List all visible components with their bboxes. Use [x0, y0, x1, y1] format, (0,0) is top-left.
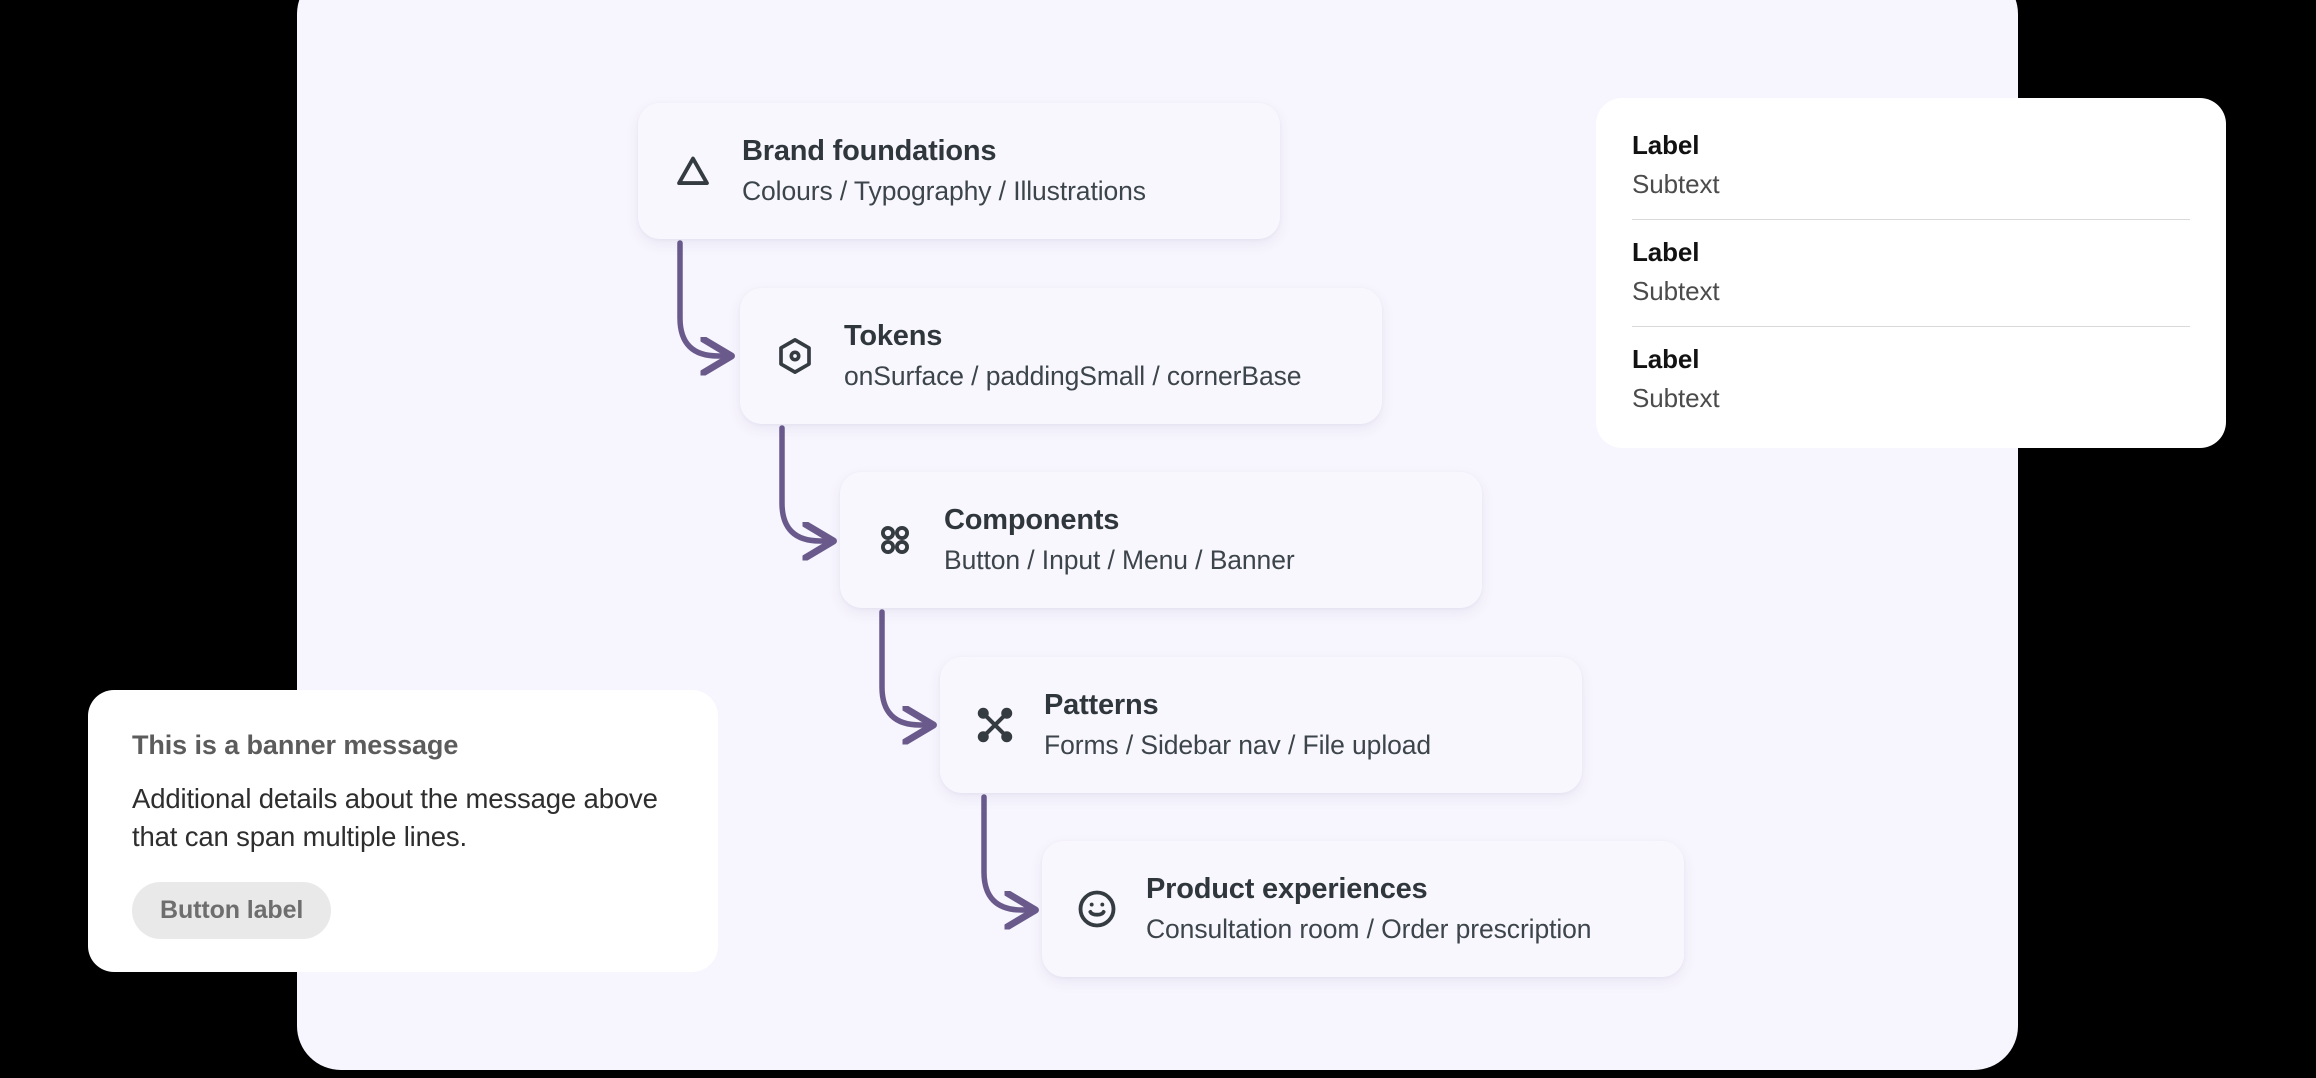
- flow-card-title: Product experiences: [1146, 872, 1428, 905]
- list-item-label: Label: [1632, 344, 1700, 374]
- list-item-subtext: Subtext: [1632, 276, 1720, 306]
- flow-card-patterns[interactable]: Patterns Forms / Sidebar nav / File uplo…: [940, 657, 1582, 793]
- list-card: Label Subtext Label Subtext Label Subtex…: [1596, 98, 2226, 448]
- list-item-subtext: Subtext: [1632, 383, 1720, 413]
- flow-card-components[interactable]: Components Button / Input / Menu / Banne…: [840, 472, 1482, 608]
- flow-card-subtitle: Button / Input / Menu / Banner: [944, 545, 1295, 576]
- list-item-subtext: Subtext: [1632, 169, 1720, 199]
- flow-card-subtitle: Forms / Sidebar nav / File upload: [1044, 730, 1432, 761]
- flow-card-title: Tokens: [844, 319, 943, 352]
- banner-card: This is a banner message Additional deta…: [88, 690, 718, 972]
- flow-card-product-experiences[interactable]: Product experiences Consultation room / …: [1042, 841, 1684, 977]
- triangle-icon: [670, 148, 716, 194]
- flow-card-subtitle: Consultation room / Order prescription: [1146, 914, 1592, 945]
- list-item-label: Label: [1632, 130, 1700, 160]
- node-cross-icon: [972, 702, 1018, 748]
- flow-card-title: Components: [944, 503, 1120, 536]
- flow-card-brand-foundations[interactable]: Brand foundations Colours / Typography /…: [638, 103, 1280, 239]
- flow-card-subtitle: Colours / Typography / Illustrations: [742, 176, 1146, 207]
- four-dots-grid-icon: [872, 517, 918, 563]
- list-item[interactable]: Label Subtext: [1632, 113, 2190, 219]
- flow-card-tokens[interactable]: Tokens onSurface / paddingSmall / corner…: [740, 288, 1382, 424]
- flow-card-title: Brand foundations: [742, 134, 997, 167]
- banner-action-button[interactable]: Button label: [132, 881, 332, 939]
- flow-card-subtitle: onSurface / paddingSmall / cornerBase: [844, 361, 1302, 392]
- list-item[interactable]: Label Subtext: [1632, 326, 2190, 433]
- flow-card-title: Patterns: [1044, 688, 1159, 721]
- list-item-label: Label: [1632, 237, 1700, 267]
- smiley-face-icon: [1074, 886, 1120, 932]
- banner-title: This is a banner message: [132, 730, 459, 760]
- banner-body: Additional details about the message abo…: [132, 783, 658, 852]
- hexagon-dot-icon: [772, 333, 818, 379]
- list-item[interactable]: Label Subtext: [1632, 219, 2190, 326]
